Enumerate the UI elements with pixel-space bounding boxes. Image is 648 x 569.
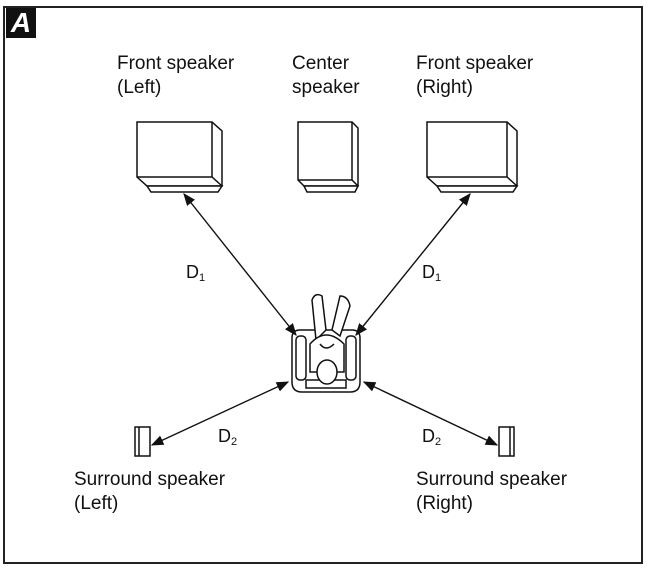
surround-left-label: Surround speaker (Left) — [74, 469, 226, 514]
front-right-speaker-icon — [426, 121, 519, 193]
center-speaker-icon — [297, 121, 360, 193]
d1-right-arrow — [355, 193, 471, 336]
surround-right-label: Surround speaker (Right) — [416, 469, 568, 514]
front-left-label: Front speaker (Left) — [117, 53, 235, 98]
center-label: Center speaker — [292, 53, 360, 98]
d2-left-arrow — [150, 381, 290, 446]
d1-left-arrow — [183, 193, 297, 336]
surround-left-speaker-icon — [134, 426, 151, 457]
diagram-frame — [3, 6, 643, 564]
front-right-label: Front speaker (Right) — [416, 53, 534, 98]
d2-right-arrow — [362, 381, 499, 446]
listener-icon — [291, 293, 361, 393]
front-left-speaker-icon — [136, 121, 224, 193]
surround-right-speaker-icon — [498, 426, 515, 457]
figure-badge: A — [6, 8, 36, 38]
